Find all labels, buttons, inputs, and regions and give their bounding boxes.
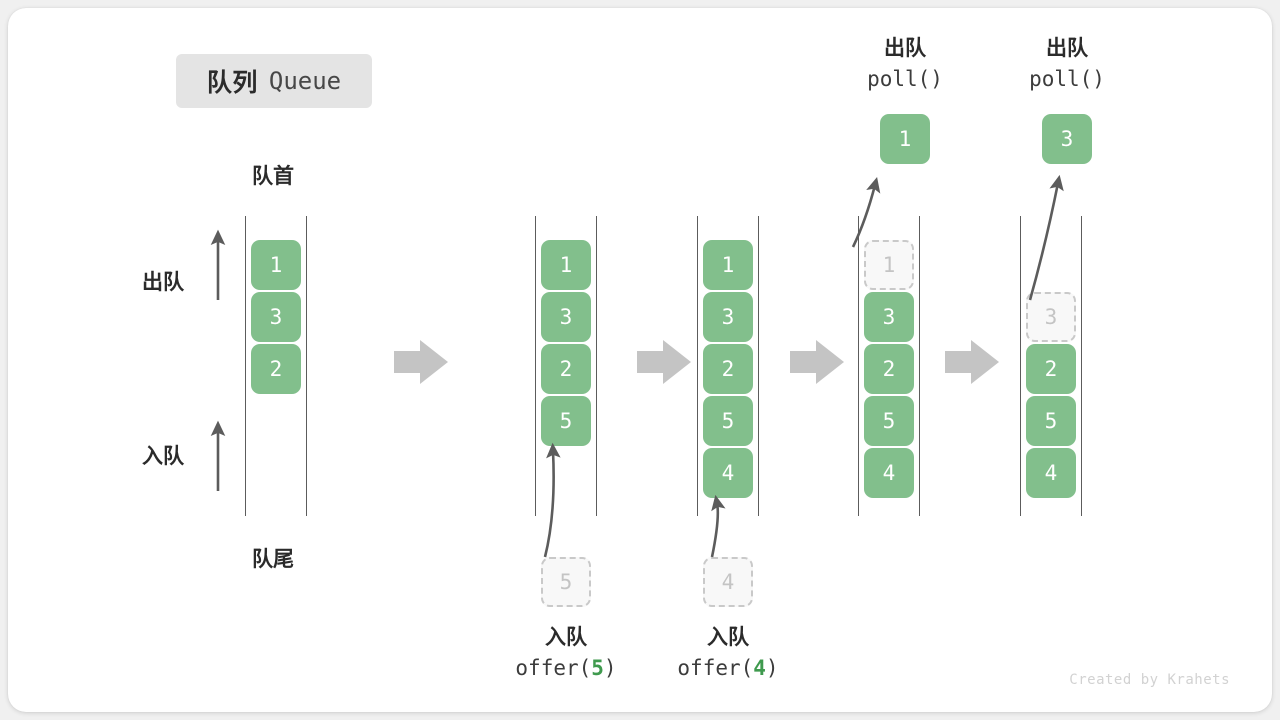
operation-caption-poll-3: 出队 poll() [992,34,1142,95]
queue-cell: 3 [1026,292,1076,342]
operation-code: poll() [867,67,943,92]
operation-code: poll() [1029,67,1105,92]
queue-rail-right [306,216,307,516]
incoming-element: 5 [541,557,591,607]
queue-cell: 2 [864,344,914,394]
queue-cell: 4 [864,448,914,498]
step-arrow-1 [394,340,448,384]
queue-cell: 3 [703,292,753,342]
queue-cell: 2 [541,344,591,394]
queue-cell: 2 [703,344,753,394]
queue-cell: 1 [541,240,591,290]
queue-rail-left [858,216,859,516]
outgoing-element: 3 [1042,114,1092,164]
incoming-element: 4 [703,557,753,607]
queue-cell: 5 [1026,396,1076,446]
queue-cell: 4 [1026,448,1076,498]
diagram-title-badge: 队列 Queue [176,54,372,108]
operation-name: 出队 [1046,37,1088,60]
title-english: Queue [268,67,342,95]
operation-code: offer(5) [515,656,617,681]
title-chinese: 队列 [206,69,258,97]
operation-name: 入队 [707,626,749,649]
queue-rail-right [1081,216,1082,516]
queue-rail-right [758,216,759,516]
dequeue-direction-label: 出队 [142,271,184,294]
queue-rail-right [596,216,597,516]
queue-tail-label: 队尾 [252,548,294,571]
step-arrow-3 [790,340,844,384]
step-arrow-2 [637,340,691,384]
queue-cell: 3 [864,292,914,342]
queue-head-label: 队首 [252,165,294,188]
queue-rail-left [1020,216,1021,516]
queue-cell: 2 [251,344,301,394]
watermark: Created by Krahets [1069,672,1230,688]
queue-cell: 5 [864,396,914,446]
queue-cell: 5 [541,396,591,446]
queue-cell: 2 [1026,344,1076,394]
operation-caption-after-offer-4: 入队 offer(4) [653,623,803,684]
queue-cell: 3 [541,292,591,342]
queue-rail-left [697,216,698,516]
queue-rail-left [535,216,536,516]
operation-code: offer(4) [677,656,779,681]
queue-cell: 1 [703,240,753,290]
operation-caption-poll-1: 出队 poll() [830,34,980,95]
operation-name: 入队 [545,626,587,649]
queue-cell: 5 [703,396,753,446]
enqueue-direction-label: 入队 [142,445,184,468]
step-arrow-4 [945,340,999,384]
operation-argument: 5 [591,656,604,681]
operation-name: 出队 [884,37,926,60]
queue-rail-left [245,216,246,516]
outgoing-element: 1 [880,114,930,164]
queue-cell: 1 [251,240,301,290]
operation-caption-after-offer-5: 入队 offer(5) [491,623,641,684]
queue-cell: 1 [864,240,914,290]
operation-argument: 4 [753,656,766,681]
queue-cell: 4 [703,448,753,498]
queue-rail-right [919,216,920,516]
queue-cell: 3 [251,292,301,342]
